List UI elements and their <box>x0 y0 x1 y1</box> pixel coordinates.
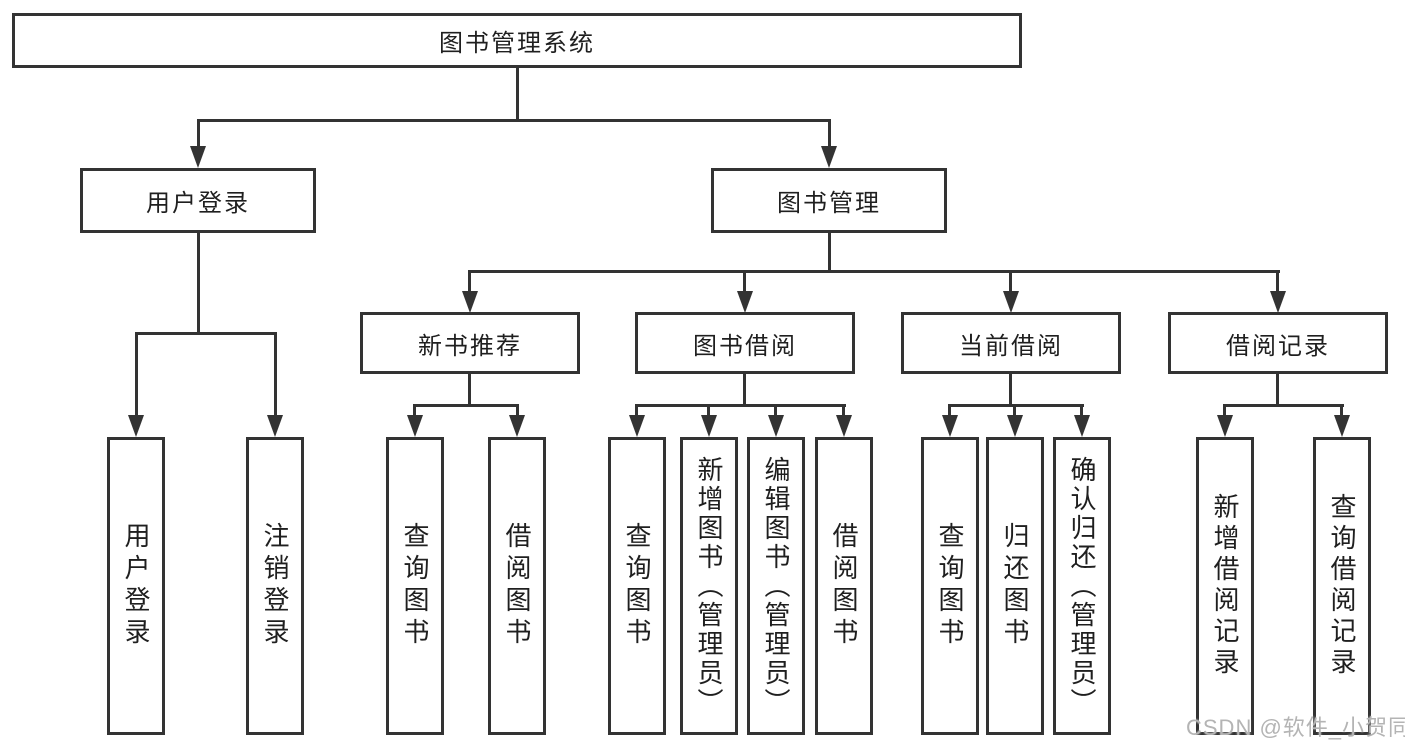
arrow-down-icon <box>1270 291 1286 313</box>
connector-user-login-horizontal <box>135 332 277 335</box>
connector-new-book-vertical <box>468 374 471 407</box>
leaf-confirm-return-admin: 确认归还（管理员） <box>1053 437 1111 735</box>
leaf-edit-book-admin-label: 编辑图书（管理员） <box>761 455 791 717</box>
connector-drop-leaf <box>635 404 638 417</box>
leaf-add-borrow-record-label: 新增借阅记录 <box>1210 493 1240 679</box>
connector-drop-current-borrow <box>1009 270 1012 293</box>
connector-level2-horizontal <box>197 119 831 122</box>
arrow-down-icon <box>836 415 852 437</box>
arrow-down-icon <box>768 415 784 437</box>
connector-drop-new-book <box>468 270 471 293</box>
connector-drop-leaf <box>842 404 845 417</box>
connector-borrow-record-horizontal <box>1223 404 1344 407</box>
arrow-down-icon <box>1007 415 1023 437</box>
leaf-logout: 注销登录 <box>246 437 304 735</box>
leaf-edit-book-admin: 编辑图书（管理员） <box>747 437 805 735</box>
connector-drop-book-mgmt <box>828 119 831 147</box>
arrow-down-icon <box>1074 415 1090 437</box>
connector-current-borrow-vertical <box>1009 374 1012 407</box>
arrow-down-icon <box>821 146 837 168</box>
leaf-query-books-current-label: 查询图书 <box>935 522 965 650</box>
arrow-down-icon <box>629 415 645 437</box>
leaf-query-books-newbook-label: 查询图书 <box>400 522 430 650</box>
leaf-query-books-borrow-label: 查询图书 <box>622 522 652 650</box>
leaf-query-borrow-record-label: 查询借阅记录 <box>1327 493 1357 679</box>
connector-book-borrow-vertical <box>743 374 746 407</box>
node-current-borrowing: 当前借阅 <box>901 312 1121 374</box>
arrow-down-icon <box>1003 291 1019 313</box>
leaf-return-book: 归还图书 <box>986 437 1044 735</box>
leaf-borrow-books-newbook-label: 借阅图书 <box>502 522 532 650</box>
arrow-down-icon <box>1217 415 1233 437</box>
connector-book-borrow-horizontal <box>635 404 846 407</box>
arrow-down-icon <box>701 415 717 437</box>
connector-drop-leaf <box>707 404 710 417</box>
arrow-down-icon <box>462 291 478 313</box>
connector-drop-leaf <box>516 404 519 417</box>
arrow-down-icon <box>737 291 753 313</box>
leaf-borrow-books-borrow-label: 借阅图书 <box>829 522 859 650</box>
connector-drop-leaf <box>135 332 138 416</box>
node-book-management: 图书管理 <box>711 168 947 233</box>
arrow-down-icon <box>190 146 206 168</box>
leaf-query-books-current: 查询图书 <box>921 437 979 735</box>
connector-book-mgmt-vertical <box>828 233 831 273</box>
connector-drop-book-borrow <box>743 270 746 293</box>
leaf-query-books-borrow: 查询图书 <box>608 437 666 735</box>
node-book-borrowing: 图书借阅 <box>635 312 855 374</box>
leaf-logout-label: 注销登录 <box>260 522 290 650</box>
connector-drop-leaf <box>948 404 951 417</box>
leaf-query-books-newbook: 查询图书 <box>386 437 444 735</box>
leaf-return-book-label: 归还图书 <box>1000 522 1030 650</box>
connector-level3-horizontal <box>469 270 1280 273</box>
connector-drop-borrow-record <box>1276 270 1279 293</box>
connector-root-vertical <box>516 68 519 122</box>
connector-drop-leaf <box>1013 404 1016 417</box>
leaf-borrow-books-newbook: 借阅图书 <box>488 437 546 735</box>
connector-user-login-vertical <box>197 233 200 334</box>
arrow-down-icon <box>942 415 958 437</box>
connector-drop-leaf <box>1340 404 1343 417</box>
arrow-down-icon <box>267 415 283 437</box>
node-borrowing-records: 借阅记录 <box>1168 312 1388 374</box>
watermark-text: CSDN @软件_小贺同学 <box>1186 715 1405 740</box>
node-user-login: 用户登录 <box>80 168 316 233</box>
connector-current-borrow-horizontal <box>948 404 1084 407</box>
arrow-down-icon <box>509 415 525 437</box>
connector-drop-leaf <box>774 404 777 417</box>
leaf-borrow-books-borrow: 借阅图书 <box>815 437 873 735</box>
node-new-book-recommendation: 新书推荐 <box>360 312 580 374</box>
connector-drop-leaf <box>1223 404 1226 417</box>
leaf-add-book-admin: 新增图书（管理员） <box>680 437 738 735</box>
arrow-down-icon <box>407 415 423 437</box>
leaf-user-login: 用户登录 <box>107 437 165 735</box>
arrow-down-icon <box>128 415 144 437</box>
connector-drop-leaf <box>274 332 277 416</box>
arrow-down-icon <box>1334 415 1350 437</box>
connector-new-book-horizontal <box>413 404 519 407</box>
connector-borrow-record-vertical <box>1276 374 1279 407</box>
leaf-query-borrow-record: 查询借阅记录 <box>1313 437 1371 735</box>
leaf-user-login-label: 用户登录 <box>121 522 151 650</box>
leaf-confirm-return-admin-label: 确认归还（管理员） <box>1067 455 1097 717</box>
leaf-add-book-admin-label: 新增图书（管理员） <box>694 455 724 717</box>
node-library-management-system: 图书管理系统 <box>12 13 1022 68</box>
connector-drop-leaf <box>413 404 416 417</box>
leaf-add-borrow-record: 新增借阅记录 <box>1196 437 1254 735</box>
connector-drop-leaf <box>1080 404 1083 417</box>
connector-drop-user-login <box>197 119 200 147</box>
